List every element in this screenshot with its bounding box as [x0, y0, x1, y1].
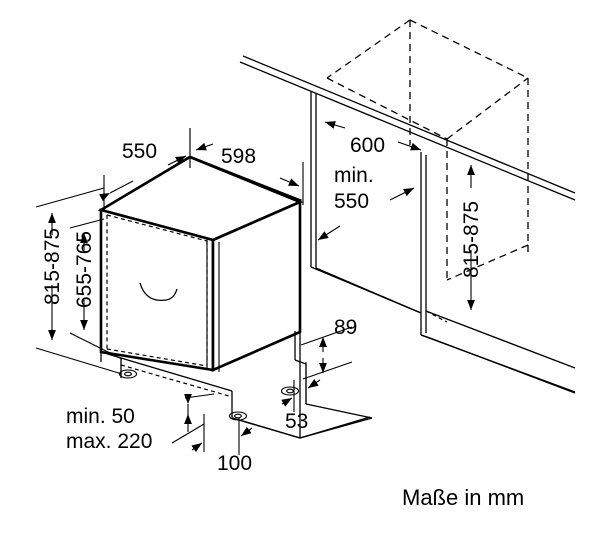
dim-width-598: 598 [189, 128, 304, 205]
dim-setback-53: 53 [281, 362, 321, 433]
dishwasher-appliance-group [97, 155, 373, 439]
appliance-door-gap [206, 238, 220, 372]
dim-niche-depth-min-550: min. 550 [317, 164, 415, 241]
dim-label-53: 53 [285, 410, 308, 433]
dim-label-min: min. [334, 164, 374, 187]
dim-label-niche-height: 815-875 [460, 201, 483, 278]
appliance-floor-edge [231, 332, 373, 439]
dim-base-min-max: min. 50 max. 220 [66, 393, 215, 453]
dim-label-body-height: 655-765 [73, 231, 96, 308]
dim-label-min-550: 550 [334, 190, 369, 213]
niche-left-post [310, 92, 317, 249]
dim-label-min-50: min. 50 [66, 405, 135, 428]
worktop-upper-line [239, 55, 576, 201]
dim-label-max-220: max. 220 [66, 430, 152, 453]
niche-base-shelf [420, 310, 576, 394]
appliance-feet [118, 369, 300, 421]
niche-inner-wall [310, 152, 427, 314]
dim-label-total-height: 815-875 [41, 228, 64, 305]
dim-label-598: 598 [221, 145, 256, 168]
dim-label-100: 100 [217, 452, 252, 475]
dim-label-550: 550 [122, 140, 157, 163]
dim-height-815-875: 815-875 [35, 187, 123, 375]
dim-label-600: 600 [350, 134, 385, 157]
door-handle-icon [139, 282, 178, 302]
dim-foot-offset-100: 100 [191, 414, 253, 475]
appliance-door-hidden-outline [106, 214, 208, 367]
niche-cabinet-group [239, 19, 576, 394]
dim-niche-width-600: 600 [324, 121, 422, 157]
dim-niche-height-815-875: 815-875 [460, 164, 483, 311]
dim-plinth-89: 89 [300, 316, 357, 380]
dim-label-89: 89 [334, 316, 357, 339]
unit-note: Maße in mm [402, 485, 524, 510]
dim-height-655-765: 655-765 [69, 218, 123, 360]
niche-hidden-volume [326, 19, 529, 281]
